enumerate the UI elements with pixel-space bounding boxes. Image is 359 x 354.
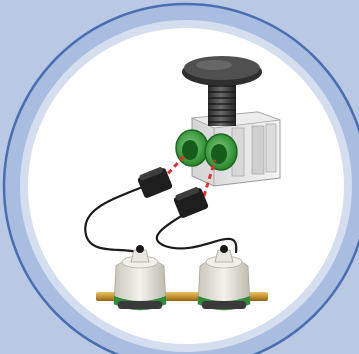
- round-frame-icon: [4, 4, 359, 354]
